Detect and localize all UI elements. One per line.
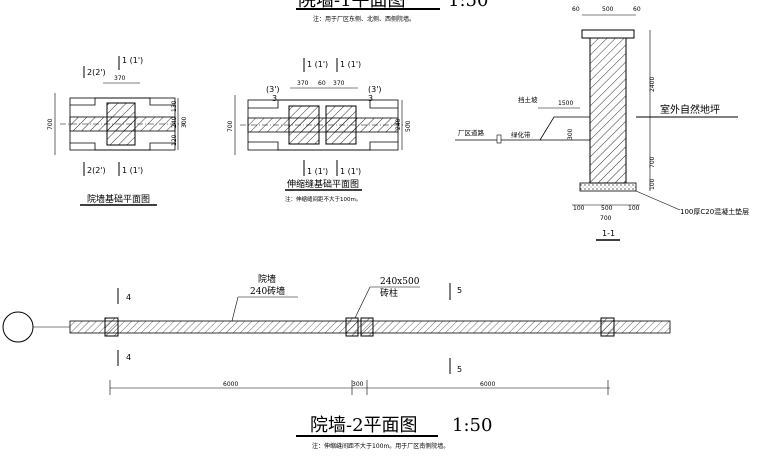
sec-dim-60a: 60	[572, 6, 580, 13]
plan2-sec-tr: 1 (1')	[340, 60, 361, 69]
sec-cut-label: 1-1	[602, 229, 615, 238]
plan1-caption: 院墙基础平面图	[87, 193, 150, 205]
sec-cap	[581, 29, 635, 39]
bottom-sec5-bot: 5	[457, 365, 462, 374]
sec-dim-1500: 1500	[558, 100, 573, 107]
bottom-dim-6000a: 6000	[223, 381, 238, 388]
sec-footing	[579, 182, 637, 192]
bottom-axis-circle	[2, 311, 34, 343]
sec-wall	[589, 37, 627, 184]
top-note: 注：用于厂区东侧、北侧、西侧院墙。	[313, 15, 415, 23]
plan2-step-top	[248, 99, 398, 109]
plan1-dim-300: 300	[181, 116, 188, 128]
plan1-step-bot	[70, 142, 175, 151]
bottom-pillar-leader	[354, 286, 371, 319]
plan2-step-bot	[248, 141, 398, 151]
bottom-pillar-2	[345, 317, 359, 337]
plan1-dim-130: 130	[171, 100, 178, 112]
bottom-sec4-bot: 4	[126, 353, 131, 362]
sec-dim-700: 700	[649, 156, 656, 168]
plan2-joint-foundation: 1 (1') 1 (1') (3') 3 (3') 3 370 60 370 7…	[227, 58, 412, 203]
plan2-dim-240: 240	[395, 118, 402, 130]
bottom-pillar-3	[360, 317, 374, 337]
plan1-dim-370: 370	[114, 75, 126, 82]
plan2-dim-370b: 370	[333, 80, 345, 87]
plan1-foundation: 1 (1') 1 (1') 2(2') 2(2') 370 700 130 24…	[47, 56, 188, 206]
section-1-1: 60 500 60 2400 700 100 室外自然地坪 1500 挡土坡 3…	[455, 6, 749, 241]
bottom-note: 注：伸缩缝间距不大于100m。用于厂区南侧院墙。	[312, 442, 449, 450]
bottom-label-wall2: 240砖墙	[250, 285, 285, 297]
sec-label-dang: 挡土坡	[518, 95, 538, 104]
plan1-step-top	[70, 97, 175, 106]
sec-dim-500b: 500	[601, 205, 613, 212]
plan2-sec-tl: 1 (1')	[307, 60, 328, 69]
plan1-sec-bot: 1 (1')	[122, 166, 143, 175]
sec-dim-60b: 60	[633, 6, 641, 13]
sec-ground-label: 室外自然地坪	[660, 103, 720, 116]
sec-dim-2400: 2400	[649, 77, 656, 92]
sec-dim-100a: 100	[649, 178, 656, 190]
plan2-dim-60: 60	[318, 80, 326, 87]
sec-dim-300: 300	[567, 128, 574, 140]
bottom-sec5-top: 5	[457, 286, 462, 295]
bottom-dim-6000b: 6000	[480, 381, 495, 388]
bottom-sec4-top: 4	[126, 293, 131, 302]
sec-dim-100c: 100	[628, 205, 640, 212]
sec-concrete-leader	[635, 190, 681, 211]
plan1-dim-700: 700	[47, 118, 54, 130]
bottom-plan: 院墙 240砖墙 240x500 砖柱 4 4 5 5 6000 300 600…	[2, 273, 671, 450]
bottom-label-pillar: 240x500	[380, 277, 420, 287]
bottom-label-wall: 院墙	[258, 273, 276, 285]
bottom-title: 院墙-2平面图	[310, 415, 418, 436]
plan1-sec-left-bot: 2(2')	[87, 166, 106, 175]
plan2-sec-3l: (3')	[266, 85, 280, 94]
plan1-dim-120: 120	[171, 134, 178, 146]
bottom-label-pillar2: 砖柱	[380, 287, 398, 299]
top-title: 院墙-1平面图 1:50 注：用于厂区东侧、北侧、西侧院墙。	[296, 0, 488, 23]
sec-label-green: 绿化带	[511, 130, 531, 139]
plan2-sec-3l-num: 3	[272, 94, 277, 103]
plan2-sec-br: 1 (1')	[340, 167, 361, 176]
plan2-note: 注：伸缩缝间距不大于100m。	[285, 195, 361, 203]
plan1-sec-left-top: 2(2')	[87, 68, 106, 77]
bottom-wall-leader	[231, 296, 239, 322]
plan2-sec-3r-num: 3	[368, 94, 373, 103]
bottom-pillar-1	[104, 317, 119, 337]
sec-dim-100b: 100	[573, 205, 585, 212]
bottom-scale: 1:50	[452, 415, 492, 436]
sec-dim-500: 500	[602, 6, 614, 13]
bottom-pillar-4	[600, 317, 615, 337]
plan1-sec-top: 1 (1')	[122, 56, 143, 65]
bottom-dim-300: 300	[352, 381, 364, 388]
sec-curb	[496, 134, 502, 144]
plan2-dim-700: 700	[227, 120, 234, 132]
plan1-dim-240: 240	[171, 116, 178, 128]
sec-label-road: 厂区道路	[458, 128, 485, 137]
sec-dim-700b: 700	[600, 215, 612, 222]
top-title-text: 院墙-1平面图	[298, 0, 406, 11]
plan2-sec-bl: 1 (1')	[307, 167, 328, 176]
plan2-dim-370a: 370	[297, 80, 309, 87]
plan2-caption: 伸缩缝基础平面图	[287, 178, 359, 190]
top-title-scale: 1:50	[448, 0, 488, 11]
plan2-sec-3r: (3')	[368, 85, 382, 94]
sec-label-concrete: 100厚C20混凝土垫层	[680, 207, 749, 216]
sec-slope	[539, 116, 590, 141]
plan2-dim-500: 500	[405, 120, 412, 132]
